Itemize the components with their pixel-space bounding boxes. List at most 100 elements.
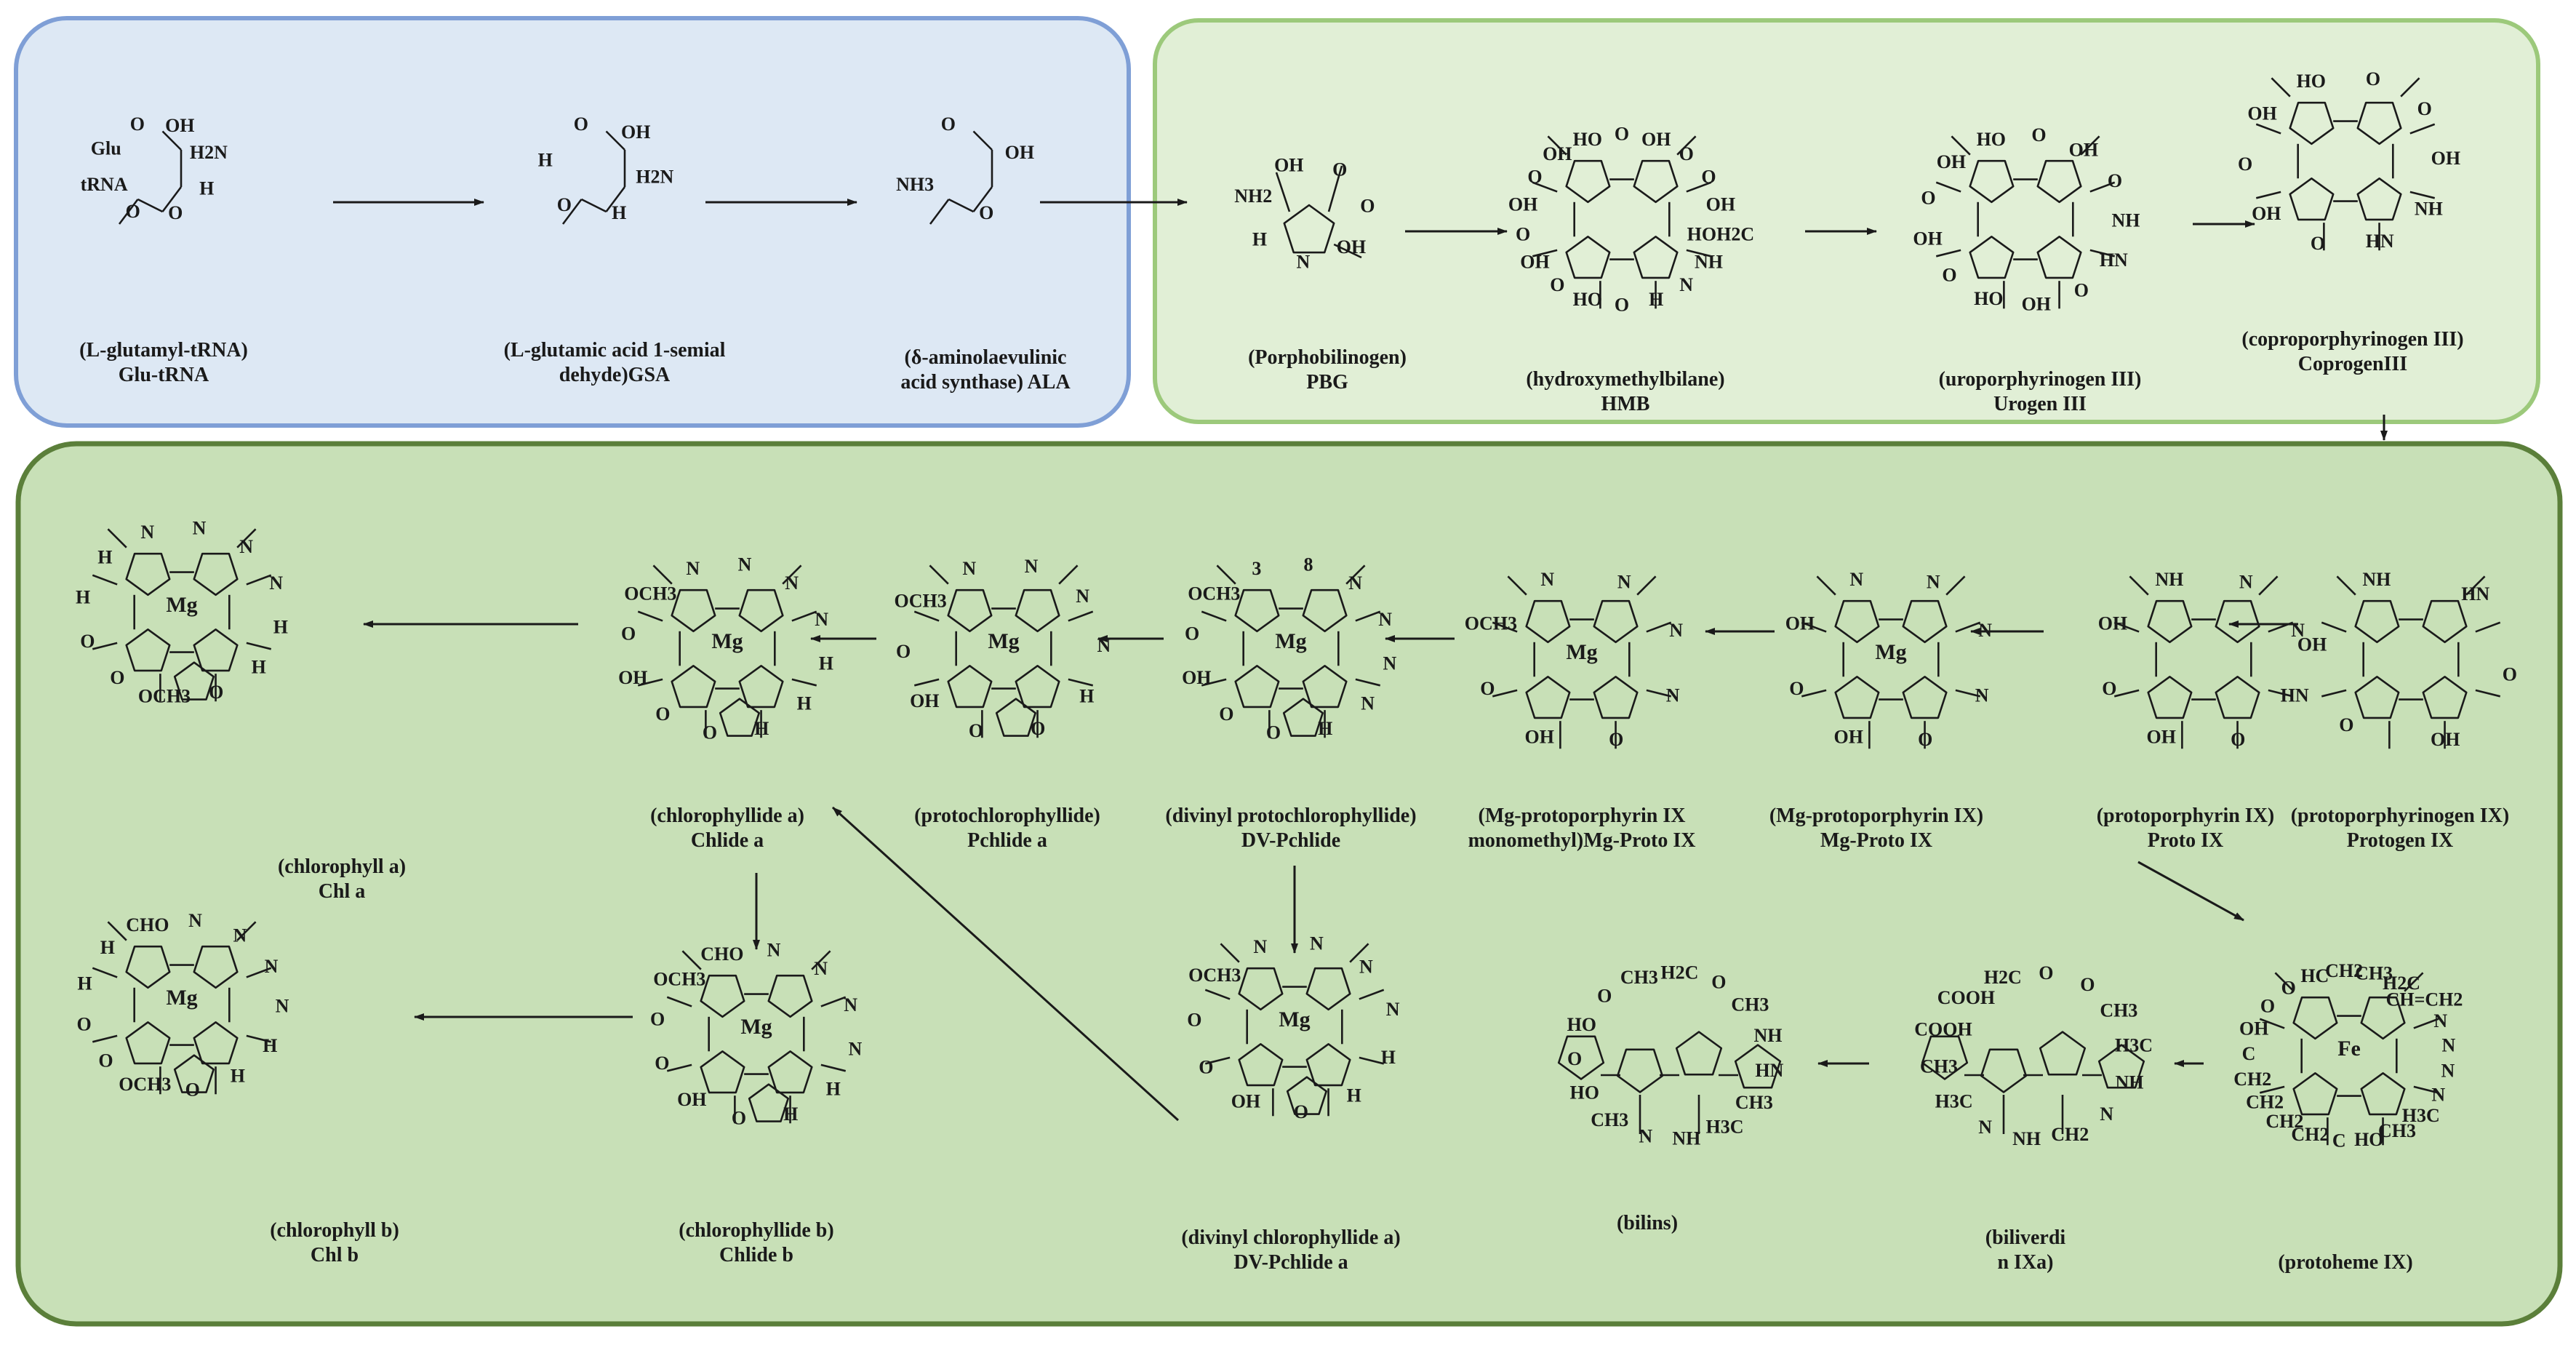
atom-label: CH2 [2291,1124,2329,1145]
substituent-bond [2475,621,2501,633]
atom-label: OH [1833,726,1863,747]
atom-label: OH [2297,634,2327,655]
pyrrole-ring [1302,588,1348,633]
isocyclic-ring [1286,1076,1328,1115]
pyrrole-ring [2356,177,2402,221]
pyrrole-ring [1616,1048,1664,1093]
atom-label: N [1097,635,1111,656]
substituent-bond [2413,1018,2439,1029]
pyrrole-ring [1525,676,1571,719]
atom-label: OH [621,121,650,143]
substituent-bond [1951,135,1971,156]
metal-mg: Mg [1566,640,1597,664]
pyrrole-ring [125,552,171,596]
substituent-bond [2400,77,2420,97]
atom-label: OCH3 [653,969,705,990]
atom-label: H [199,178,214,199]
atom-label: OH [165,115,194,136]
pyrrole-ring [1734,1044,1782,1089]
atom-label: OCH3 [624,583,676,604]
atom-label: H [231,1065,245,1086]
atom-label: OH [1524,726,1553,747]
atom-label: O [98,1050,113,1071]
structure-name: (divinyl protochlorophyllide) [1165,805,1416,827]
atom-label: H2C [1660,962,1698,983]
atom-label: NH [2155,569,2183,590]
metal-mg: Mg [166,593,197,617]
atom-label: OH [2252,203,2281,224]
pyrrole-ring [2215,676,2260,719]
atom-label: HOH2C [1687,223,1754,244]
atom-label: NH [2415,199,2443,220]
structure-abbreviation: Chl a [319,880,366,903]
substituent-bond [2089,181,2116,193]
atom-label: N [1639,1125,1652,1146]
structure-name: (L-glutamyl-tRNA) [79,339,248,362]
substituent-bond [1547,135,1567,156]
pyrrole-ring [2289,177,2335,221]
atom-label: N [785,572,799,594]
atom-label: C [2332,1130,2346,1152]
substituent-bond [2255,123,2281,135]
substituent-bond [1349,943,1369,963]
pyrrole-ring [2215,599,2260,644]
pyrrole-ring [2147,599,2193,644]
substituent-bond [1216,564,1236,585]
substituent-bond [1636,575,1657,596]
atom-label: HO [2354,1129,2383,1150]
atom-label: CH3 [2100,1000,2137,1021]
structure-abbreviation: Urogen III [1993,393,2087,415]
panel-chlorophyll-heme-branch [15,441,2563,1327]
substituent-bond [1359,989,1385,1000]
atom-label: OCH3 [119,1074,171,1095]
structure-protoheme: FeHCCH2CH3H2CCH=CH2NNNNH3CCH3HOCCH2CH2CH… [2233,960,2463,1152]
atom-label: O [1187,1010,1201,1031]
atom-label: O [1711,972,1726,993]
atom-label: N [2239,572,2253,593]
metal-mg: Mg [1275,629,1306,653]
atom-label: N [1975,685,1989,706]
substituent-bond [92,642,118,650]
atom-label: H [1381,1047,1396,1068]
atom-label: O [1360,195,1375,216]
substituent-bond [1201,678,1227,687]
substituent-bond [1058,564,1079,585]
chain-bond [929,199,950,225]
metal-mg: Mg [988,629,1019,653]
pyrrole-ring [2360,1072,2406,1116]
atom-label: OCH3 [1465,612,1517,634]
chain-bond [561,199,583,225]
atom-label: N [1383,652,1397,674]
structure-name: (Porphobilinogen) [1248,346,1407,369]
atom-label: OH [1913,228,1942,250]
pyrrole-ring [1902,599,1948,644]
atom-label: N [849,1038,863,1059]
atom-label: HO [2297,71,2326,92]
atom-label: OH [1785,612,1815,634]
atom-label: CH2 [2233,1069,2271,1090]
substituent-bond [2465,575,2486,596]
substituent-bond [2113,689,2140,698]
substituent-bond [1686,181,1712,193]
pyrrole-ring [2292,996,2338,1040]
atom-label: O [185,1079,200,1101]
atom-label: N [276,996,289,1017]
pyrrole-ring [1015,665,1060,709]
atom-label: OH [2022,294,2051,315]
substituent-bond [652,564,673,585]
substituent-bond [2268,689,2294,698]
pyrrole-ring [1525,599,1571,644]
substituent-bond [913,610,940,622]
substituent-bond [2089,249,2116,258]
isocyclic-ring [995,698,1037,737]
atom-label: N [1378,609,1392,630]
substituent-bond [637,610,663,622]
pyrrole-ring [2289,101,2335,145]
structure-abbreviation: Chl b [311,1244,359,1266]
isocyclic-ring [748,1083,790,1122]
pyrrole-ring [193,1021,239,1065]
chain-bond [972,186,993,212]
